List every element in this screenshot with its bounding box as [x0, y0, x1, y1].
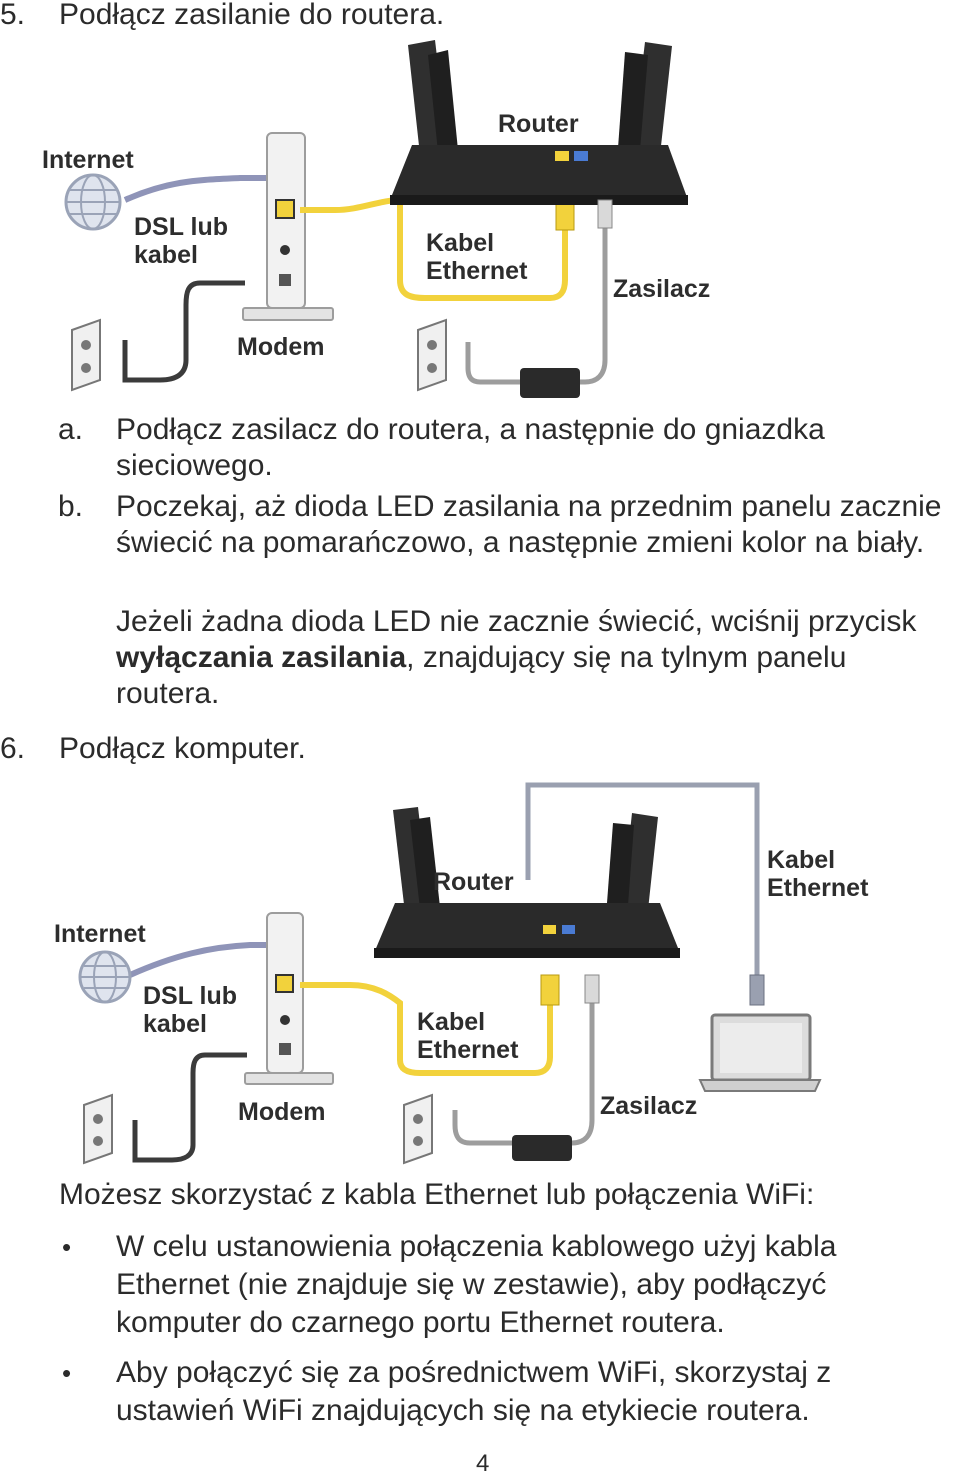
- dsl-cable: [128, 942, 290, 978]
- label-ethernet-laptop-line2: Ethernet: [767, 874, 869, 902]
- wall-outlet-icon: [417, 318, 447, 392]
- substep-b-marker: b.: [58, 490, 84, 523]
- step-6-heading: 6. Podłącz komputer.: [0, 732, 306, 766]
- ethernet-plug-icon: [540, 974, 560, 1006]
- label-ethernet: Kabel Ethernet: [426, 229, 527, 285]
- list-item: • W celu ustanowienia połączenia kablowe…: [0, 1228, 960, 1348]
- dsl-cable: [123, 175, 285, 203]
- note-text-after: , znajdujący się na tylnym panelu router…: [116, 641, 847, 710]
- substep-b-text: Poczekaj, aż dioda LED zasilania na prze…: [116, 490, 942, 559]
- label-ethernet-line1: Kabel: [417, 1008, 486, 1036]
- diagram-router-power: [0, 30, 960, 400]
- label-router: Router: [433, 868, 514, 896]
- router-icon: [374, 807, 680, 958]
- label-modem: Modem: [237, 333, 325, 361]
- diagram-computer-connection: [0, 775, 960, 1165]
- note-text-before: Jeżeli żadna dioda LED nie zacznie świec…: [116, 605, 917, 638]
- bullet-list: • W celu ustanowienia połączenia kablowe…: [0, 1228, 960, 1434]
- connection-intro: Możesz skorzystać z kabla Ethernet lub p…: [59, 1178, 815, 1211]
- ethernet-plug-icon: [749, 974, 765, 1006]
- label-ethernet-line2: Ethernet: [426, 257, 528, 285]
- substep-note: Jeżeli żadna dioda LED nie zacznie świec…: [116, 604, 936, 712]
- label-dsl: DSL lub kabel: [143, 982, 237, 1038]
- label-power-adapter: Zasilacz: [600, 1092, 698, 1120]
- laptop-icon: [698, 1013, 822, 1092]
- modem-power-cord: [122, 280, 245, 383]
- label-dsl-line1: DSL lub: [134, 213, 228, 241]
- label-dsl-line1: DSL lub: [143, 982, 237, 1010]
- router-icon: [390, 40, 688, 205]
- bullet-text: W celu ustanowienia połączenia kablowego…: [116, 1230, 837, 1339]
- list-item: • Aby połączyć się za pośrednictwem WiFi…: [0, 1354, 960, 1434]
- wall-outlet-icon: [71, 318, 101, 392]
- wall-outlet-icon: [83, 1093, 113, 1165]
- modem-power-cord: [132, 1052, 247, 1163]
- label-ethernet-line1: Kabel: [426, 229, 495, 257]
- power-adapter-icon: [520, 368, 580, 398]
- label-power-adapter: Zasilacz: [613, 275, 711, 303]
- wall-outlet-icon: [403, 1093, 433, 1165]
- step-number: 6.: [0, 732, 26, 765]
- internet-globe-icon: [78, 950, 132, 1004]
- label-router: Router: [498, 110, 579, 138]
- bullet-text: Aby połączyć się za pośrednictwem WiFi, …: [116, 1356, 832, 1427]
- step-number: 5.: [0, 0, 26, 31]
- step-5-heading: 5. Podłącz zasilanie do routera.: [0, 0, 444, 32]
- internet-globe-icon: [64, 173, 122, 231]
- label-ethernet-laptop: Kabel Ethernet: [767, 846, 868, 902]
- substep-a-marker: a.: [58, 413, 84, 446]
- diagram-2-graphic: [78, 782, 822, 1165]
- ethernet-cable: [300, 982, 553, 1076]
- label-dsl: DSL lub kabel: [134, 213, 228, 269]
- modem-icon: [242, 132, 334, 321]
- dc-plug-icon: [597, 199, 613, 229]
- bullet-marker: •: [62, 1358, 72, 1388]
- label-ethernet: Kabel Ethernet: [417, 1008, 518, 1064]
- label-ethernet-laptop-line1: Kabel: [767, 846, 836, 874]
- dc-plug-icon: [584, 974, 600, 1004]
- power-adapter-icon: [512, 1135, 572, 1161]
- label-ethernet-line2: Ethernet: [417, 1036, 519, 1064]
- diagram-1-graphic: [64, 40, 688, 398]
- label-internet: Internet: [54, 920, 146, 948]
- note-text-bold: wyłączania zasilania: [116, 641, 407, 674]
- label-modem: Modem: [238, 1098, 326, 1126]
- step-title: Podłącz zasilanie do routera.: [59, 0, 445, 31]
- modem-icon: [244, 912, 334, 1085]
- label-dsl-line2: kabel: [134, 241, 198, 269]
- substep-a: a. Podłącz zasilacz do routera, a następ…: [58, 412, 948, 484]
- ethernet-cable-laptop: [525, 782, 760, 1005]
- page-number: 4: [476, 1450, 490, 1477]
- label-dsl-line2: kabel: [143, 1010, 207, 1038]
- bullet-marker: •: [62, 1232, 72, 1262]
- step-title: Podłącz komputer.: [59, 732, 306, 765]
- ethernet-cable: [300, 196, 568, 301]
- substep-a-text: Podłącz zasilacz do routera, a następnie…: [116, 413, 825, 482]
- substep-b: b. Poczekaj, aż dioda LED zasilania na p…: [58, 489, 960, 561]
- label-internet: Internet: [42, 146, 134, 174]
